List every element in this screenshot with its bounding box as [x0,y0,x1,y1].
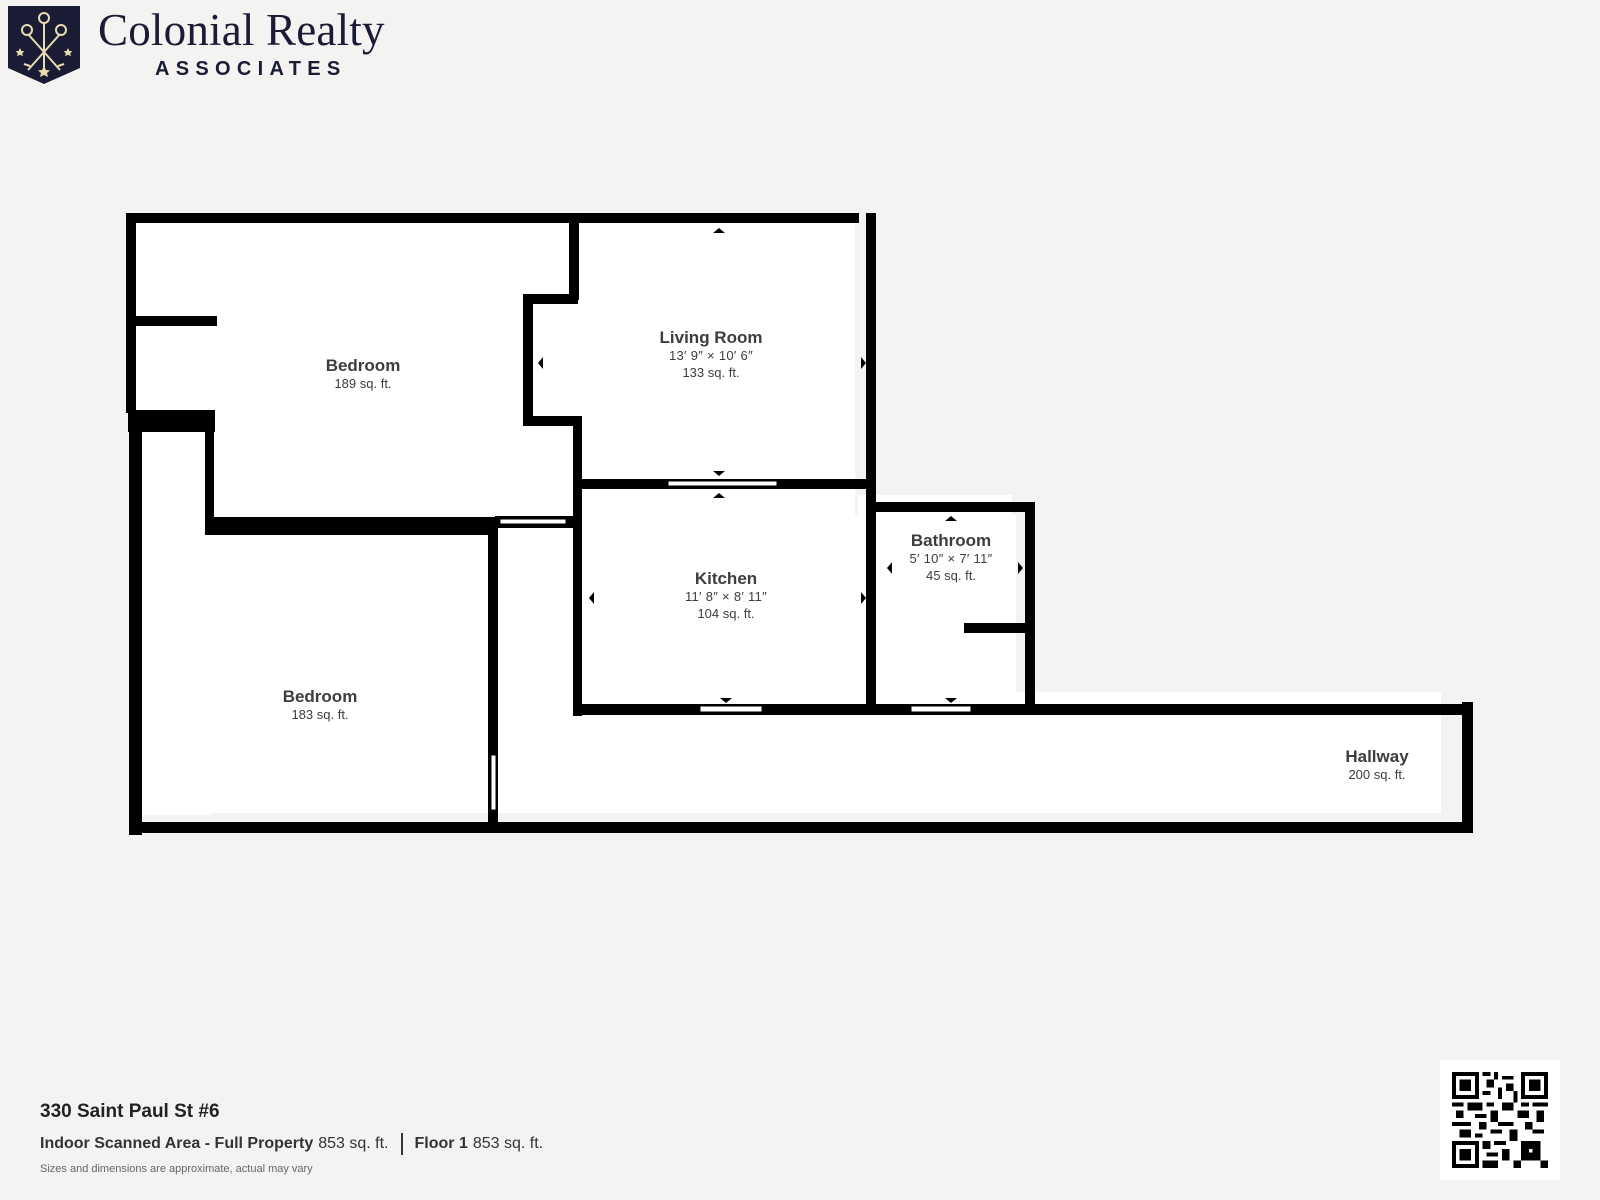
room-name: Bathroom [910,531,992,550]
room-name: Bedroom [325,356,401,375]
room-name: Bedroom [282,687,358,706]
room-dimensions: 11′ 8″ × 8′ 11″ [684,589,768,605]
room-label-kitchen: Kitchen 11′ 8″ × 8′ 11″ 104 sq. ft. [685,568,767,622]
room-dimensions: 5′ 10″ × 7′ 11″ [909,551,993,567]
property-address: 330 Saint Paul St #6 [40,1101,220,1122]
room-area: 104 sq. ft. [697,605,755,621]
indoor-area-value: 853 sq. ft. [318,1135,389,1152]
room-name: Living Room [659,328,763,347]
room-label-bedroom-2: Bedroom 183 sq. ft. [283,686,358,724]
indoor-area-label: Indoor Scanned Area - Full Property [40,1135,314,1152]
room-area: 133 sq. ft. [682,364,740,380]
disclaimer: Sizes and dimensions are approximate, ac… [40,1163,313,1175]
room-label-hallway: Hallway 200 sq. ft. [1345,746,1408,784]
room-label-living-room: Living Room 13′ 9″ × 10′ 6″ 133 sq. ft. [660,327,763,381]
property-footer: 330 Saint Paul St #6 Indoor Scanned Area… [40,1101,543,1175]
dimension-markers [538,228,1023,703]
room-area: 45 sq. ft. [926,567,976,583]
room-area: 200 sq. ft. [1348,767,1406,783]
walls [126,213,1473,835]
openings [490,480,972,811]
crossed-keys-shield-icon [8,6,80,84]
area-summary: Indoor Scanned Area - Full Property 853 … [40,1133,543,1155]
divider [400,1133,403,1155]
room-name: Hallway [1345,747,1409,766]
brand-name: Colonial Realty [98,5,385,55]
floor-label: Floor 1 [414,1135,468,1152]
brand-logo [8,6,80,84]
room-dimensions: 13′ 9″ × 10′ 6″ [668,348,753,364]
room-label-bathroom: Bathroom 5′ 10″ × 7′ 11″ 45 sq. ft. [909,530,992,584]
room-area: 189 sq. ft. [334,376,392,392]
room-area: 183 sq. ft. [291,707,349,723]
room-name: Kitchen [694,569,758,588]
floor-area-value: 853 sq. ft. [472,1135,544,1152]
qr-code-icon [1452,1072,1548,1168]
room-label-bedroom-1: Bedroom 189 sq. ft. [326,355,401,393]
brand-subtitle: ASSOCIATES [155,58,347,80]
qr-code[interactable] [1440,1060,1560,1180]
